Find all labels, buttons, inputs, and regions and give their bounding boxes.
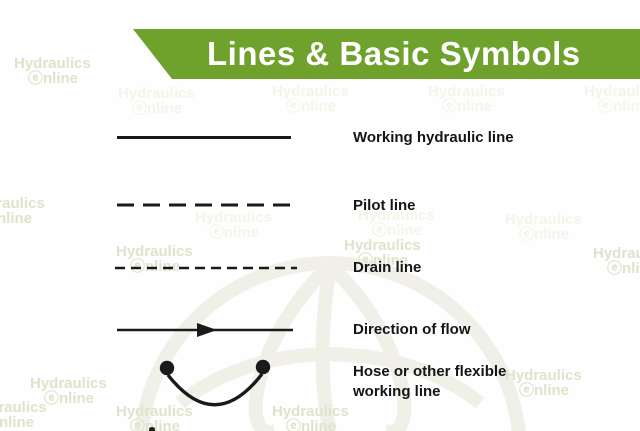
label-hose-flexible-line: Hose or other flexible working line: [353, 363, 507, 400]
flow-arrowhead-icon: [197, 323, 217, 337]
working-hydraulic-line-symbol: [117, 136, 291, 139]
label-pilot-line: Pilot line: [353, 197, 416, 214]
cutoff-symbol-fragment: [149, 427, 155, 431]
label-working-hydraulic-line: Working hydraulic line: [353, 129, 514, 146]
pilot-line-symbol: [117, 203, 295, 207]
hose-flexible-line-symbol: [159, 359, 271, 407]
drain-line-symbol: [115, 266, 297, 270]
label-drain-line: Drain line: [353, 259, 422, 276]
direction-of-flow-symbol: [117, 323, 293, 337]
title-banner: Lines & Basic Symbols: [133, 29, 640, 79]
label-direction-of-flow: Direction of flow: [353, 321, 471, 338]
page-title: Lines & Basic Symbols: [207, 35, 581, 72]
